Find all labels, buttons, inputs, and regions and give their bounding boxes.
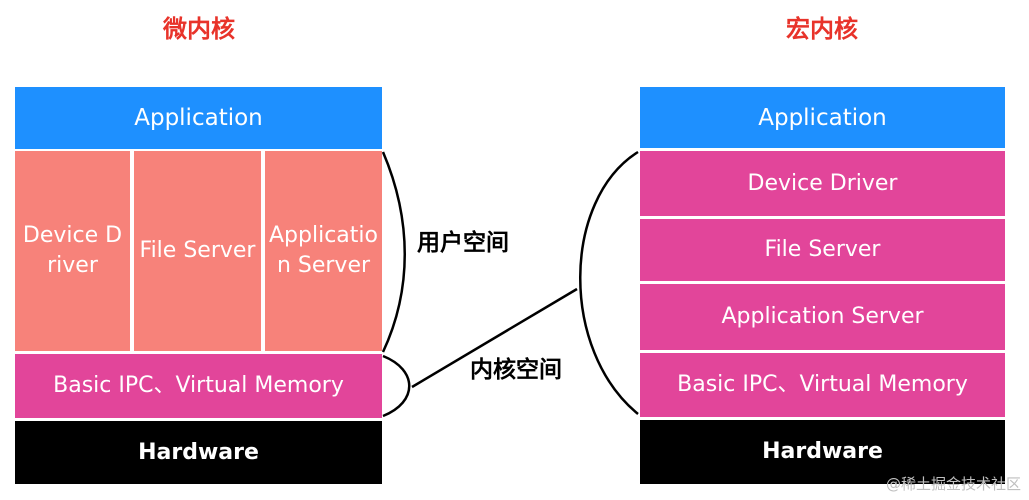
- micro-service-label: Device Driver: [22, 223, 123, 278]
- micro-service-device-driver: Device Driver: [15, 151, 130, 351]
- mono-service-label: Application Server: [721, 304, 924, 329]
- mono-service-file-server: File Server: [640, 219, 1005, 281]
- mono-kernel-layer: Basic IPC、Virtual Memory: [640, 353, 1005, 417]
- mono-service-application-server: Application Server: [640, 284, 1005, 350]
- micro-service-file-server: File Server: [134, 151, 261, 351]
- watermark: @稀土掘金技术社区: [885, 475, 1021, 493]
- micro-service-label: Application Server: [269, 223, 378, 278]
- micro-service-application-server: Application Server: [265, 151, 382, 351]
- mono-service-label: File Server: [764, 237, 881, 262]
- micro-hardware-layer: Hardware: [15, 421, 382, 484]
- micro-hardware-label: Hardware: [138, 439, 259, 465]
- kernel-space-connector-line: [411, 287, 578, 389]
- monolithic-title: 宏内核: [786, 15, 858, 43]
- mono-kernel-label: Basic IPC、Virtual Memory: [677, 372, 968, 397]
- micro-application-label: Application: [134, 105, 263, 131]
- user-space-label: 用户空间: [417, 230, 509, 256]
- micro-application-layer: Application: [15, 87, 382, 149]
- micro-kernel-label: Basic IPC、Virtual Memory: [53, 373, 344, 398]
- micro-kernel-space-bracket: [382, 354, 411, 418]
- micro-service-label: File Server: [139, 238, 256, 263]
- mono-big-bracket: [579, 150, 639, 415]
- kernel-space-label: 内核空间: [470, 357, 562, 383]
- mono-hardware-label: Hardware: [762, 439, 883, 464]
- mono-service-label: Device Driver: [747, 170, 898, 196]
- mono-application-label: Application: [758, 104, 887, 131]
- mono-hardware-layer: Hardware: [640, 420, 1005, 484]
- mono-service-device-driver: Device Driver: [640, 151, 1005, 216]
- mono-application-layer: Application: [640, 87, 1005, 148]
- microkernel-title: 微内核: [163, 15, 235, 43]
- micro-kernel-layer: Basic IPC、Virtual Memory: [15, 354, 382, 418]
- micro-user-space-bracket: [381, 151, 406, 353]
